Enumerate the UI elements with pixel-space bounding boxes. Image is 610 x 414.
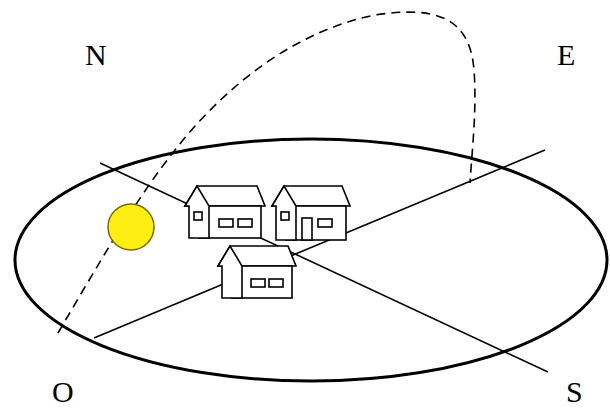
houses — [185, 186, 350, 298]
house — [272, 186, 350, 240]
direction-label: O — [52, 377, 74, 407]
sun-path — [58, 12, 475, 333]
horizon-ellipse — [15, 139, 607, 381]
sun — [108, 204, 154, 250]
house — [185, 186, 265, 238]
direction-label: E — [557, 40, 575, 70]
direction-label: N — [85, 40, 107, 70]
house — [218, 246, 296, 298]
direction-label: S — [566, 377, 583, 407]
cardinal-lines — [94, 150, 548, 372]
